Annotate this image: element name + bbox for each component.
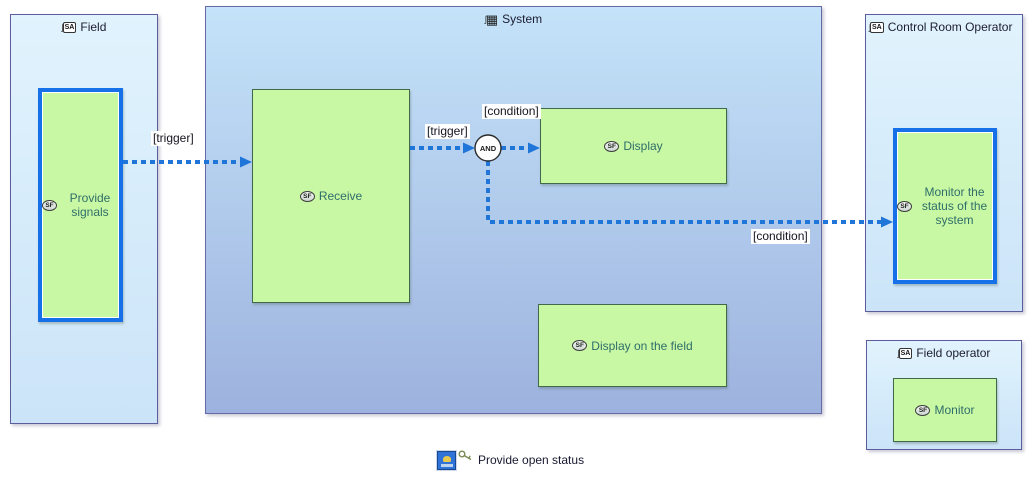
system-actor-icon: ʃSA [898, 347, 913, 359]
system-function-icon: SF [42, 199, 57, 211]
container-control-room-operator-header: ʃSA Control Room Operator [866, 15, 1022, 34]
function-display-on-the-field-label: Display on the field [591, 338, 693, 353]
function-display[interactable]: SF Display [540, 108, 727, 184]
container-system-header: ʃ▦ System [206, 7, 821, 26]
function-receive[interactable]: SF Receive [252, 89, 410, 303]
edge-label-condition-1[interactable]: [condition] [482, 104, 541, 119]
edge-label-trigger-1[interactable]: [trigger] [151, 131, 196, 146]
legend-label: Provide open status [478, 453, 585, 467]
function-receive-label: Receive [318, 189, 363, 203]
edge-label-trigger-2[interactable]: [trigger] [425, 124, 470, 139]
container-field-operator-header: ʃSA Field operator [867, 341, 1021, 360]
system-function-icon: SF [604, 140, 620, 152]
system-actor-icon: ʃSA [62, 21, 77, 33]
function-provide-signals-label: Provide signals [69, 191, 111, 219]
diagram-icon [437, 451, 456, 470]
legend-item: Provide open status [437, 449, 584, 470]
function-provide-signals[interactable]: SF Provide signals [38, 88, 123, 322]
system-function-icon: SF [897, 200, 912, 212]
container-control-room-operator-title: Control Room Operator [887, 20, 1013, 34]
system-icon: ʃ▦ [484, 11, 499, 27]
function-monitor[interactable]: SF Monitor [893, 378, 997, 442]
system-function-icon: SF [915, 404, 931, 416]
system-actor-icon: ʃSA [869, 21, 884, 33]
function-monitor-status[interactable]: SF Monitor the status of the system [893, 128, 997, 284]
container-system-title: System [502, 12, 543, 26]
container-field-title: Field [80, 20, 107, 34]
edge-label-condition-2[interactable]: [condition] [751, 229, 810, 244]
system-function-icon: SF [299, 190, 315, 202]
function-monitor-status-label: Monitor the status of the system [921, 185, 988, 227]
system-function-icon: SF [572, 340, 588, 351]
key-icon [458, 450, 472, 461]
function-display-on-the-field[interactable]: SF Display on the field [538, 304, 727, 387]
function-monitor-label: Monitor [934, 403, 975, 417]
function-display-label: Display [623, 139, 663, 153]
container-field-operator-title: Field operator [916, 346, 991, 360]
container-field-header: ʃSA Field [11, 15, 157, 34]
